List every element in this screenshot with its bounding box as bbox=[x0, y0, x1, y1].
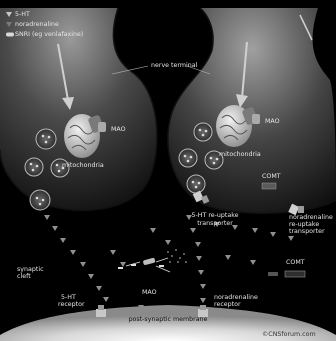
legend-5ht: 5-HT bbox=[15, 11, 30, 18]
mitochondria-left-label: mitochondria bbox=[62, 162, 104, 169]
na-receptor-label-2: receptor bbox=[214, 301, 241, 308]
ht-receptor-label-1: 5-HT bbox=[61, 294, 76, 301]
nerve-terminal-label: nerve terminal bbox=[151, 62, 197, 69]
legend-noradrenaline: noradrenaline bbox=[15, 21, 59, 28]
na-transporter-label-1: noradrenaline bbox=[289, 214, 333, 221]
synaptic-cleft-label-1: synaptic bbox=[17, 266, 44, 273]
comt-enzyme-upper bbox=[262, 183, 276, 189]
cnsforum-watermark: ©CNSforum.com bbox=[262, 331, 316, 338]
comt-upper-label: COMT bbox=[262, 173, 281, 180]
synaptic-cleft-label-2: cleft bbox=[17, 273, 31, 280]
comt-enzyme-lower bbox=[285, 271, 305, 277]
mitochondria-right-label: mitochondria bbox=[219, 151, 261, 158]
mao-right-label: MAO bbox=[265, 118, 280, 125]
noradrenaline-triangle-icon bbox=[6, 22, 12, 27]
left-nerve-terminal bbox=[0, 8, 157, 210]
na-transporter-label-3: transporter bbox=[289, 228, 325, 235]
snri-capsule-icon bbox=[6, 32, 14, 37]
metabolite-dots bbox=[167, 249, 187, 263]
mao-cleft-label: MAO bbox=[142, 289, 157, 296]
ht-transporter-label-1: 5-HT re-uptake bbox=[185, 212, 245, 219]
serotonin-triangle-icon bbox=[6, 12, 12, 17]
comt-lower-label: COMT bbox=[286, 259, 305, 266]
na-transporter-label-2: re-uptake bbox=[289, 221, 319, 228]
na-receptor-label-1: noradrenaline bbox=[214, 294, 258, 301]
legend-snri: SNRI (eg venlafaxine) bbox=[15, 31, 83, 38]
ht-receptor-label-2: receptor bbox=[58, 301, 85, 308]
ht-receptor bbox=[96, 305, 106, 317]
snri-drug-cluster bbox=[118, 258, 170, 272]
mao-left-label: MAO bbox=[111, 126, 126, 133]
post-synaptic-membrane-label: post-synaptic membrane bbox=[108, 316, 228, 323]
ht-transporter-label-2: transporter bbox=[185, 220, 245, 227]
